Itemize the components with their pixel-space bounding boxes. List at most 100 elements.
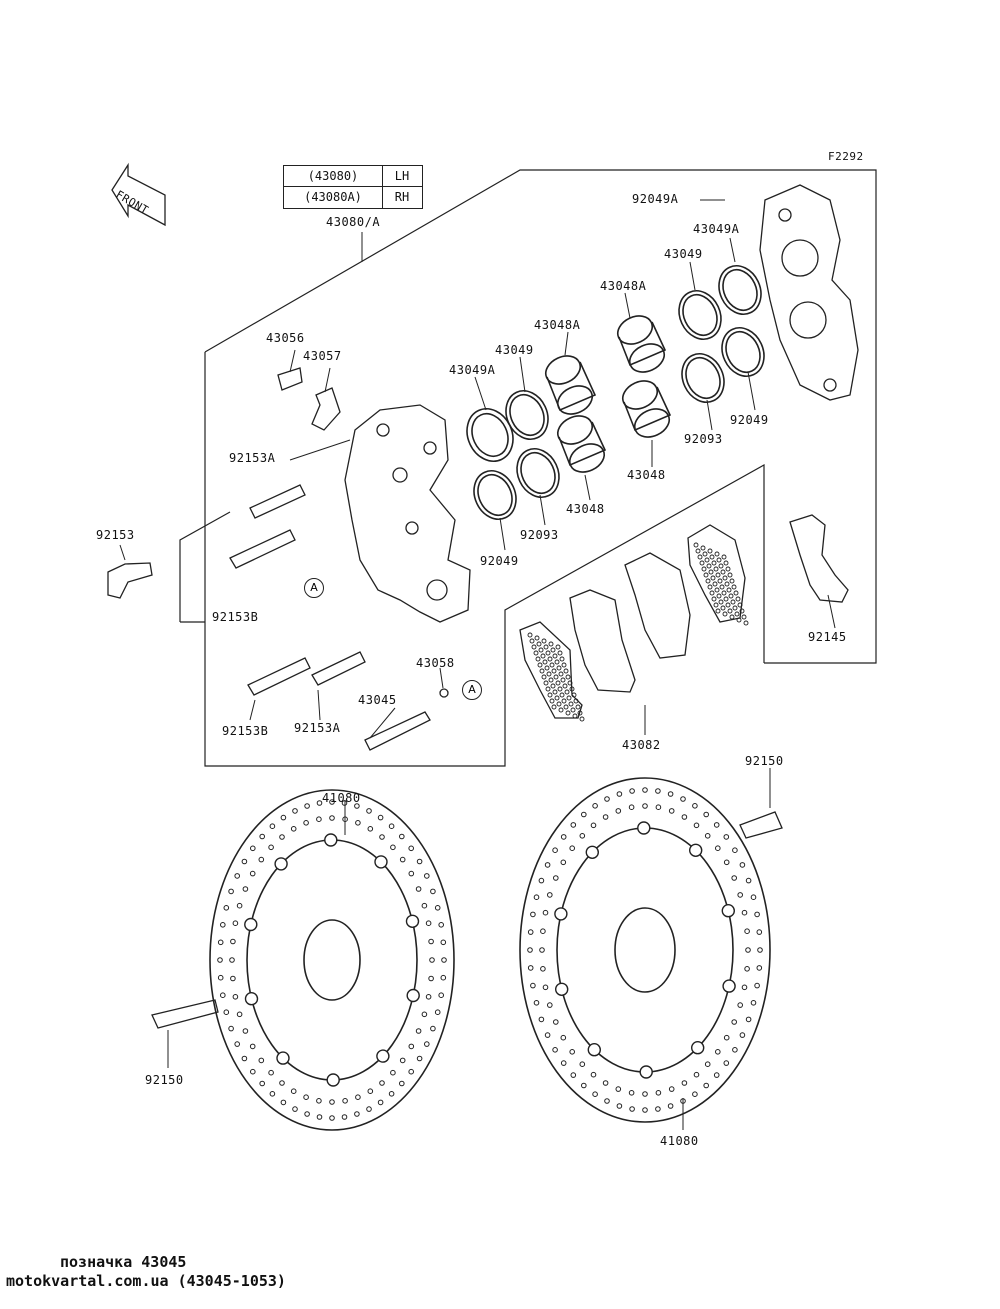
disc-hole: [552, 847, 558, 854]
pad-hole: [699, 560, 705, 566]
disc-hole: [744, 966, 750, 972]
pad-hole: [529, 638, 535, 644]
disc-hole: [316, 1098, 322, 1104]
pad-hole: [705, 578, 711, 584]
disc-hole: [377, 1099, 384, 1106]
disc-rivet: [276, 1051, 290, 1065]
pad-hole: [728, 593, 734, 599]
pad-hole: [733, 590, 739, 596]
pad-hole: [553, 674, 559, 680]
disc-hole: [220, 922, 226, 928]
disc-rivet: [722, 979, 736, 993]
assembly-label: 43080/A: [326, 215, 381, 229]
disc-hole: [241, 858, 248, 865]
disc-hole: [355, 1094, 361, 1100]
disc-hole: [341, 800, 348, 806]
pad-hole: [709, 554, 715, 560]
label-92049-mid: 92049: [480, 554, 519, 568]
pad-hole: [736, 617, 742, 623]
disc-hole: [655, 1090, 662, 1096]
pad-hole: [727, 572, 733, 578]
disc-hole: [628, 1090, 635, 1096]
disc-hole: [703, 811, 710, 818]
disc-rivet: [721, 904, 735, 918]
label-92150-left: 92150: [145, 1073, 184, 1087]
disc-hole: [303, 1094, 309, 1100]
caliper-lh: [344, 404, 471, 623]
disc-hole: [713, 822, 720, 828]
pad-hole: [545, 650, 551, 656]
disc-hole: [756, 965, 763, 971]
disc-hole: [438, 922, 445, 928]
disc-hole: [642, 787, 648, 793]
disc-hole: [533, 1000, 540, 1006]
disc-hole: [542, 909, 549, 916]
disc-hole: [703, 1082, 710, 1089]
pad-hole: [704, 557, 710, 563]
disc-hole: [552, 1047, 558, 1053]
pad-hole: [541, 674, 547, 680]
disc-hole: [415, 1028, 422, 1034]
disc-hole: [242, 1028, 249, 1034]
disc-hole: [553, 1019, 559, 1025]
pad-hole: [565, 674, 571, 680]
disc-hole: [249, 870, 256, 877]
disc-hole: [628, 804, 635, 811]
disc-hole: [592, 1091, 598, 1097]
disc-hole: [692, 1091, 698, 1097]
disc-rivet: [554, 907, 568, 921]
pad-hole: [545, 686, 551, 692]
disc-hole: [750, 894, 757, 901]
pad-hole: [706, 563, 712, 569]
pad-hole: [550, 647, 556, 653]
label-92150-right: 92150: [745, 754, 784, 768]
disc-hole: [234, 873, 240, 879]
disc-rivet: [374, 855, 388, 869]
assembly-frame: [179, 169, 877, 767]
disc-hole: [693, 1071, 700, 1078]
pad-hole: [720, 605, 726, 611]
disc-hole: [604, 1098, 610, 1104]
disc-hole: [655, 1106, 661, 1112]
disc-hole: [408, 1043, 415, 1050]
disc-hole: [744, 928, 750, 935]
disc-rivet: [555, 982, 569, 996]
pad-hole: [714, 587, 720, 593]
disc-hole: [754, 982, 760, 989]
disc-hole: [430, 1025, 436, 1032]
pad-hole: [703, 572, 709, 578]
pad-hole: [732, 605, 738, 611]
disc-hole: [629, 788, 635, 794]
disc-hole: [592, 803, 598, 809]
pad-hole: [558, 707, 564, 713]
disc-hole: [416, 858, 423, 865]
pad-hole: [707, 584, 713, 590]
disc-hole: [425, 994, 432, 1000]
disc-hole: [538, 1016, 545, 1023]
disc-hole: [279, 1080, 285, 1086]
pad-hole: [711, 596, 717, 602]
disc-hole: [533, 894, 540, 901]
pad-hole: [565, 710, 571, 716]
pad-hole: [543, 644, 549, 650]
ref-mark-a-upper: A: [304, 578, 324, 598]
label-92145: 92145: [808, 630, 847, 644]
label-92153: 92153: [96, 528, 135, 542]
disc-hole: [527, 947, 533, 953]
pad-hole: [559, 692, 565, 698]
disc-hole: [680, 796, 686, 802]
disc-hole: [223, 905, 230, 911]
pad-hole: [739, 608, 745, 614]
disc-hole: [268, 1069, 274, 1076]
pad-hole: [724, 581, 730, 587]
disc-hole: [290, 826, 297, 832]
pad-hole: [712, 581, 718, 587]
disc-hole: [756, 929, 763, 935]
disc-holes: [217, 787, 763, 1121]
label-43049a-mid: 43049A: [449, 363, 496, 377]
disc-hole: [228, 1025, 234, 1032]
disc-hole: [250, 845, 256, 852]
disc-hole: [723, 859, 730, 866]
disc-hole: [424, 1041, 430, 1047]
disc-hole: [581, 811, 587, 818]
